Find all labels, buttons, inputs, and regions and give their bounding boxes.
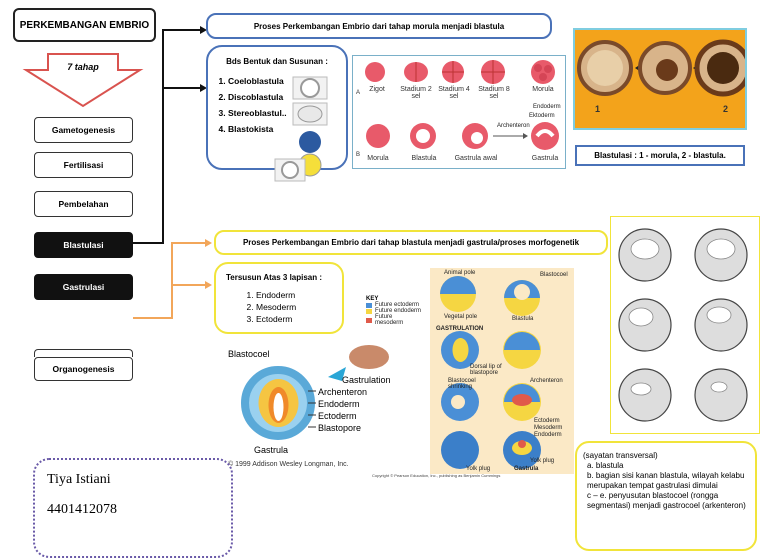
gastrulation-stages-panel: Animal pole Blastocoel Vegetal pole Blas… [430, 268, 574, 474]
stage-label: Gastrula [514, 466, 539, 472]
stage-label: Dorsal lip of blastopore [470, 364, 502, 376]
gastrula-label-ectoderm: Ectoderm [318, 411, 357, 421]
stage-label: Blastocoel [540, 272, 568, 278]
stage-label: Archenteron [530, 378, 563, 384]
diagram-b-label: Morula [367, 155, 389, 162]
blastula-gastrula-header: Proses Perkembangan Embrio dari tahap bl… [214, 230, 608, 255]
list-item: Discoblastula [228, 92, 346, 102]
cleavage-diagram: A B Zigot Stadium 2 sel Stadium 4 sel St… [352, 55, 566, 169]
list-item: Mesoderm [256, 302, 342, 312]
connector-lines [133, 26, 212, 319]
stage-label: Blastula [512, 316, 534, 322]
author-name: Tiya Istiani [47, 472, 111, 487]
diagram-a-label: Morula [532, 86, 554, 93]
gastrula-label-gastrulation: Gastrulation [342, 375, 391, 385]
key-item: Future mesoderm [374, 314, 404, 326]
stage-label: Mesoderm [534, 425, 563, 431]
step-gametogenesis[interactable]: Gametogenesis [34, 117, 133, 143]
diagram-b-label: Gastrula awal [454, 155, 498, 162]
list-item: Endoderm [256, 290, 342, 300]
list-item: Ectoderm [256, 314, 342, 324]
list-item: Coeloblastula [228, 76, 346, 86]
caption-line: b. bagian sisi kanan blastula, wilayah k… [587, 471, 745, 490]
photo-label-1: 1 [595, 104, 601, 114]
diagram-a-label: Stadium 2 sel [400, 86, 432, 100]
transverse-section-image [610, 216, 760, 434]
key-item: Future ectoderm [375, 302, 420, 308]
stage-label: Yolk plug [466, 466, 491, 472]
author-box: Tiya Istiani 4401412078 [33, 458, 233, 558]
page-title: PERKEMBANGAN EMBRIO [13, 8, 156, 42]
caption-line: a. blastula [587, 461, 624, 470]
photo-label-2: 2 [723, 104, 729, 114]
gastrula-label-endoderm: Endoderm [318, 399, 360, 409]
stage-label: Endoderm [534, 432, 562, 438]
key-panel-copyright: Copyright © Pearson Education, Inc., pub… [372, 473, 501, 478]
blastula-photo: 1 2 [573, 28, 747, 130]
stage-label: Animal pole [444, 270, 476, 276]
morula-blastula-header: Proses Perkembangan Embrio dari tahap mo… [206, 13, 552, 39]
diagram-b-label: Gastrula [531, 155, 559, 162]
author-id: 4401412078 [47, 502, 117, 517]
seven-stage-arrow [22, 53, 144, 108]
list-item: Stereoblastul.. [228, 108, 346, 118]
stage-label: GASTRULATION [436, 326, 484, 332]
diagram-a-label: Stadium 4 sel [438, 86, 470, 100]
svg-text:A: A [356, 90, 360, 96]
germ-layers-list: Endoderm Mesoderm Ectoderm [216, 290, 342, 324]
step-gastrulasi[interactable]: Gastrulasi [34, 274, 133, 300]
stage-label: Vegetal pole [444, 314, 478, 320]
gastrula-label-blastocoel: Blastocoel [228, 349, 270, 359]
gastrula-diagram: Blastocoel Gastrulation Archenteron Endo… [224, 345, 424, 473]
gastrula-copyright: © 1999 Addison Wesley Longman, Inc. [228, 461, 349, 468]
gastrula-label-blastopore: Blastopore [318, 423, 362, 433]
blastula-types-heading: Bds Bentuk dan Susunan : [226, 57, 328, 66]
blastokista-image [274, 158, 306, 182]
step-pembelahan[interactable]: Pembelahan [34, 191, 133, 217]
svg-text:B: B [356, 152, 360, 158]
step-fertilisasi[interactable]: Fertilisasi [34, 152, 133, 178]
blastula-caption: Blastulasi : 1 - morula, 2 - blastula. [575, 145, 745, 166]
caption-line: c – e. penyusutan blastocoel (rongga seg… [587, 491, 746, 510]
diagram-b-label: Blastula [411, 155, 437, 162]
diagram-a-label: Zigot [369, 86, 385, 93]
diagram-b-annotation: Endoderm [533, 104, 561, 110]
germ-layers-box: Tersusun Atas 3 lapisan : Endoderm Mesod… [214, 262, 344, 334]
key-panel-legend: KEY Future ectoderm Future endoderm Futu… [366, 296, 422, 330]
gastrula-label-gastrula: Gastrula [254, 445, 289, 455]
caption-line: (sayatan transversal) [583, 451, 658, 460]
key-title: KEY [366, 296, 379, 302]
diagram-b-annotation: Ektoderm [529, 113, 555, 119]
key-item: Future endoderm [375, 308, 422, 314]
step-organogenesis[interactable]: Organogenesis [34, 357, 133, 381]
diagram-b-annotation: Archenteron [497, 123, 530, 129]
transverse-caption-box: (sayatan transversal) a. blastula b. bag… [575, 441, 757, 551]
stage-label: Blastocoel shrinking [448, 378, 476, 390]
gastrula-label-archenteron: Archenteron [318, 387, 368, 397]
diagram-a-label: Stadium 8 sel [478, 86, 510, 100]
step-blastulasi[interactable]: Blastulasi [34, 232, 133, 258]
stage-label: Ectoderm [534, 418, 560, 424]
blastula-types-list: Coeloblastula Discoblastula Stereoblastu… [208, 76, 346, 134]
seven-stage-label: 7 tahap [67, 62, 99, 72]
step-organogenesis-shadow [34, 349, 133, 357]
stage-label: Yolk plug [530, 458, 555, 464]
list-item: Blastokista [228, 124, 346, 134]
germ-layers-heading: Tersusun Atas 3 lapisan : [226, 273, 323, 282]
